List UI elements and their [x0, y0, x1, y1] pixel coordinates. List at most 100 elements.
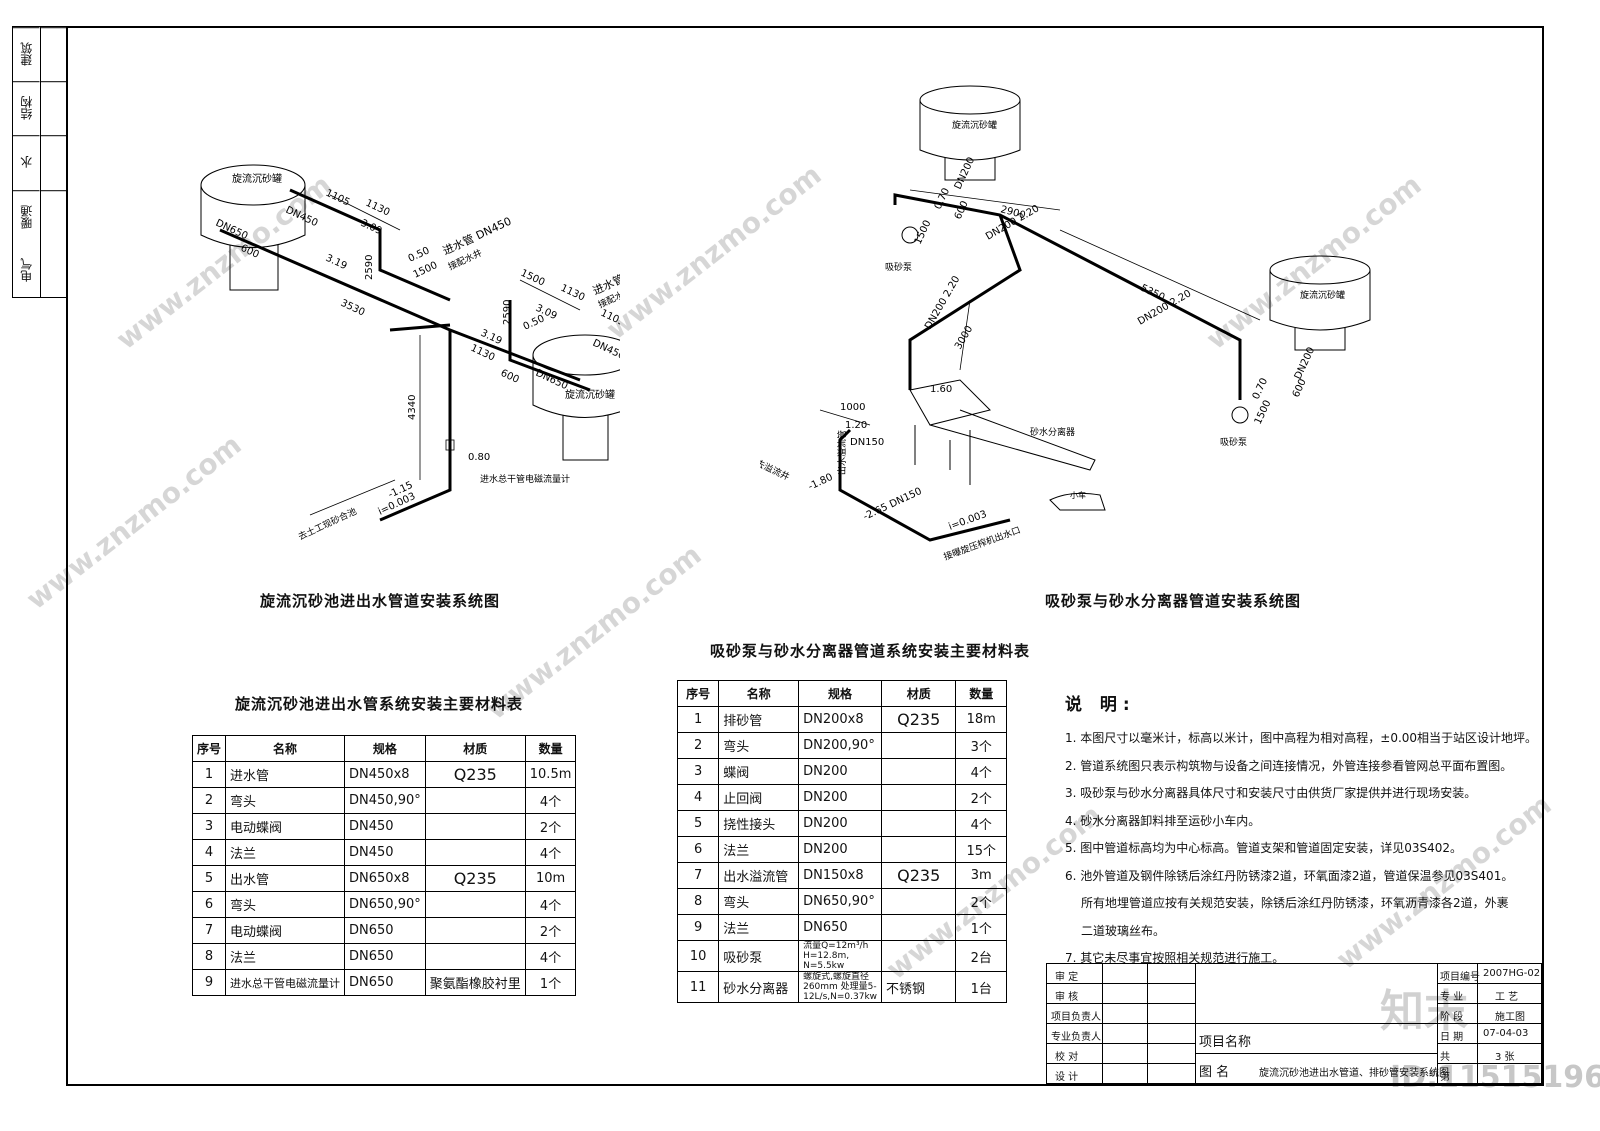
dim-label: 3000	[953, 324, 975, 352]
tank-top-cone	[944, 158, 996, 181]
table-cell: DN200x8	[798, 706, 883, 733]
dim-label: 0.50	[522, 313, 547, 332]
dim-label: -1.80	[807, 472, 835, 493]
table-cell: 10m	[524, 865, 577, 892]
table-cell	[424, 787, 526, 814]
tank-label: 旋流沉砂罐	[1300, 289, 1345, 301]
table-cell: 电动蝶阀	[225, 813, 346, 840]
sidebar-sign-cell	[40, 27, 67, 82]
tank-label: 旋流沉砂罐	[232, 172, 282, 185]
separator-label: 砂水分离器	[1030, 426, 1075, 438]
tb-divider	[1437, 1003, 1541, 1004]
table-cell: 2个	[955, 784, 1007, 811]
tb-drawing-name: 旋流沉砂池进出水管道、排砂管安装系统图	[1259, 1068, 1449, 1079]
table-cell: 1	[676, 706, 720, 733]
dim-label: 1000	[840, 402, 865, 413]
table-cell: 8	[676, 888, 720, 915]
table-cell: 1个	[524, 969, 577, 996]
table-cell: 吸砂泵	[718, 940, 800, 972]
sidebar-sign-col	[40, 27, 67, 297]
table-cell	[881, 914, 957, 941]
inlet-pipe-top	[289, 188, 451, 302]
tank-right-body	[1269, 270, 1371, 331]
table-cell	[881, 836, 957, 863]
tb-divider	[1437, 1043, 1541, 1044]
tb-divider	[1047, 1023, 1195, 1024]
table-cell: 2个	[955, 888, 1007, 915]
sidebar-cell: 建筑	[13, 27, 40, 82]
table-cell: 15个	[955, 836, 1007, 863]
sidebar-sign-cell	[40, 81, 67, 136]
inlet-pipe-right	[508, 300, 591, 392]
table-cell: 弯头	[718, 888, 800, 915]
col-header: 材质	[881, 680, 957, 707]
col-header: 数量	[524, 735, 577, 762]
table-cell: 9	[676, 914, 720, 941]
tb-role: 审 定	[1055, 972, 1079, 983]
table-cell: DN650	[798, 914, 883, 941]
tb-right-label: 共	[1440, 1052, 1450, 1063]
table-cell: 6	[676, 836, 720, 863]
dim-label: 3.19	[324, 253, 349, 272]
sidebar-cell: 电气	[19, 258, 34, 283]
table-cell: DN650x8	[344, 865, 426, 892]
tank-bottom-cone	[562, 415, 609, 461]
table-cell: 2个	[524, 813, 577, 840]
tank-bottom-body	[532, 355, 620, 418]
table-cell: 4个	[524, 787, 577, 814]
table-cell: 法兰	[225, 943, 346, 970]
table-cell: DN200	[798, 784, 883, 811]
table-cell: 电动蝶阀	[225, 917, 346, 944]
dim-label: 600	[1291, 377, 1309, 399]
tank-top-body	[919, 100, 1021, 161]
table-cell: 不锈钢	[881, 971, 957, 1003]
table-cell: 1个	[955, 914, 1007, 941]
table-cell: DN150x8	[798, 862, 883, 889]
sidebar-label-col: 建筑 结构 水 暖通 电气	[13, 27, 41, 297]
drawing-frame	[66, 26, 1544, 1086]
table-cell: 流量Q=12m³/h H=12.8m, N=5.5kw	[798, 940, 883, 972]
dim-label: 4340	[407, 395, 418, 420]
table-cell: DN200	[798, 758, 883, 785]
col-header: 规格	[344, 735, 426, 762]
separator-body	[929, 409, 1096, 471]
table-cell: 8	[191, 943, 227, 970]
table-cell: 2个	[524, 917, 577, 944]
separator-legs	[914, 425, 971, 485]
tb-role: 专业负责人	[1051, 1032, 1101, 1043]
table-cell: 4个	[524, 891, 577, 918]
table-cell: Q235	[424, 761, 526, 788]
tb-divider	[1047, 1063, 1195, 1064]
dim-label: 0.70	[933, 186, 952, 211]
sidebar-cell: 结构	[13, 81, 40, 136]
table-cell: DN450x8	[344, 761, 426, 788]
sidebar-sign-cell	[40, 135, 67, 190]
table-cell: DN450	[344, 813, 426, 840]
table-cell: DN650	[344, 917, 426, 944]
col-header: 数量	[955, 680, 1007, 707]
table-cell	[424, 917, 526, 944]
dim-label: 0.50	[407, 245, 432, 264]
right-table-title: 吸砂泵与砂水分离器管道系统安装主要材料表	[710, 642, 1031, 660]
dim-label: 600	[499, 368, 521, 386]
left-table-title: 旋流沉砂池进出水管系统安装主要材料表	[235, 695, 524, 713]
dim-line	[819, 409, 871, 426]
table-cell: 进水管	[225, 761, 346, 788]
discipline-sidebar: 建筑 结构 水 暖通 电气	[12, 26, 68, 298]
tank-label: 旋流沉砂罐	[565, 388, 615, 401]
notes-heading: 说 明:	[1065, 695, 1136, 715]
table-cell: Q235	[881, 862, 957, 889]
tank-top-cone	[229, 245, 279, 291]
table-cell	[881, 940, 957, 972]
table-cell: 10.5m	[524, 761, 577, 788]
